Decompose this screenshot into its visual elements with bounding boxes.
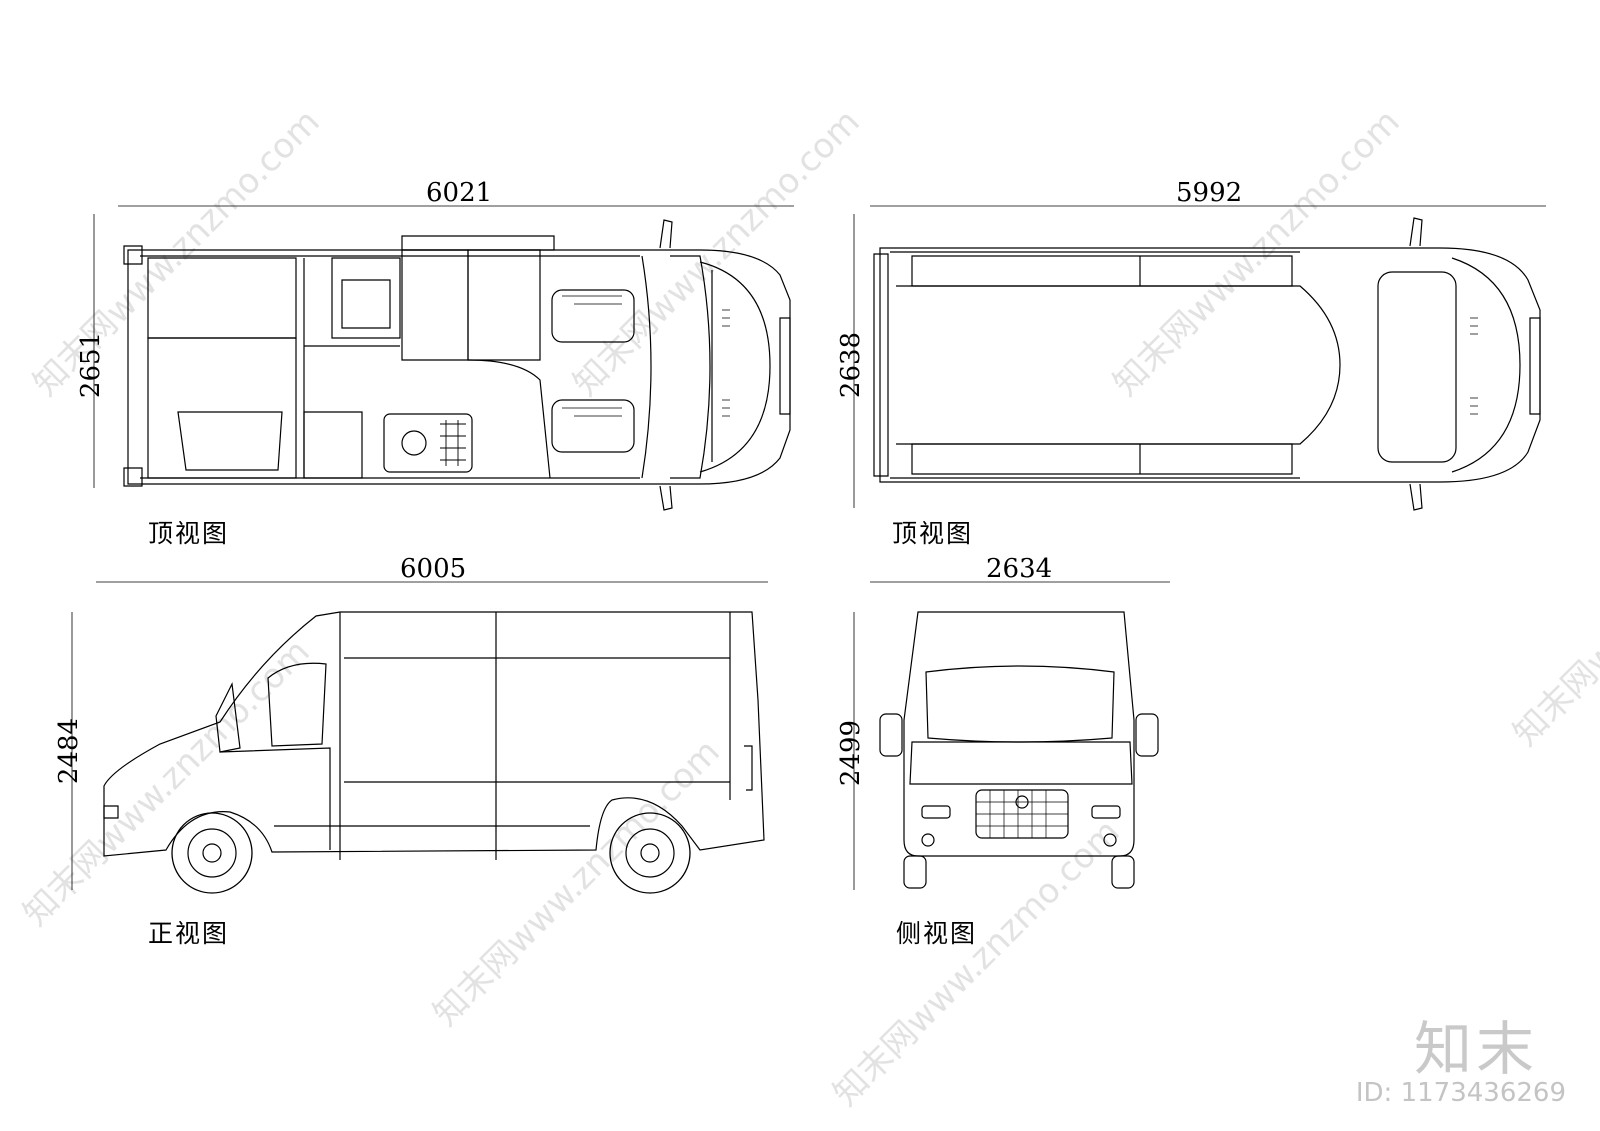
top-view-exterior — [854, 206, 1546, 510]
tire-left — [904, 856, 926, 888]
dim-label-height: 2484 — [54, 717, 85, 785]
sink — [384, 414, 472, 472]
passenger-seat — [552, 400, 634, 452]
dim-label-width: 2651 — [76, 331, 107, 399]
van-front — [904, 612, 1134, 856]
brand-logo: 知末 — [1413, 1015, 1538, 1083]
front-wheel — [610, 813, 690, 893]
driver-seat — [552, 290, 634, 342]
top-view-interior — [94, 206, 794, 510]
roof-outline — [880, 248, 1540, 482]
dim-label-length: 6005 — [400, 554, 467, 584]
front-grille — [780, 318, 790, 414]
brand-id: ID: 1173436269 — [1355, 1078, 1566, 1108]
fog-light-right — [1092, 806, 1120, 818]
windscreen — [926, 666, 1114, 742]
rear-wheel — [172, 813, 252, 893]
van-body — [104, 612, 764, 856]
mirror-right — [1136, 714, 1158, 756]
dim-label-length: 5992 — [1176, 178, 1243, 208]
headlight — [104, 806, 118, 818]
dim-label-length: 6021 — [426, 178, 493, 208]
front-view — [854, 582, 1170, 890]
windscreen — [1378, 272, 1456, 462]
dim-label-height: 2499 — [836, 719, 867, 787]
view-caption: 顶视图 — [892, 519, 974, 548]
mirror-left — [880, 714, 902, 756]
side-view — [72, 582, 768, 893]
stove-burner — [402, 431, 426, 455]
dim-label-width: 2638 — [836, 331, 867, 399]
body-outline — [128, 250, 790, 484]
front-grille — [1530, 318, 1540, 414]
view-caption: 正视图 — [148, 919, 230, 948]
dim-label-width: 2634 — [986, 554, 1053, 584]
bed — [148, 258, 296, 338]
tire-right — [1112, 856, 1134, 888]
cab-window — [268, 663, 326, 746]
view-caption: 顶视图 — [148, 519, 230, 548]
fog-light-left — [922, 806, 950, 818]
view-caption: 侧视图 — [896, 919, 978, 948]
